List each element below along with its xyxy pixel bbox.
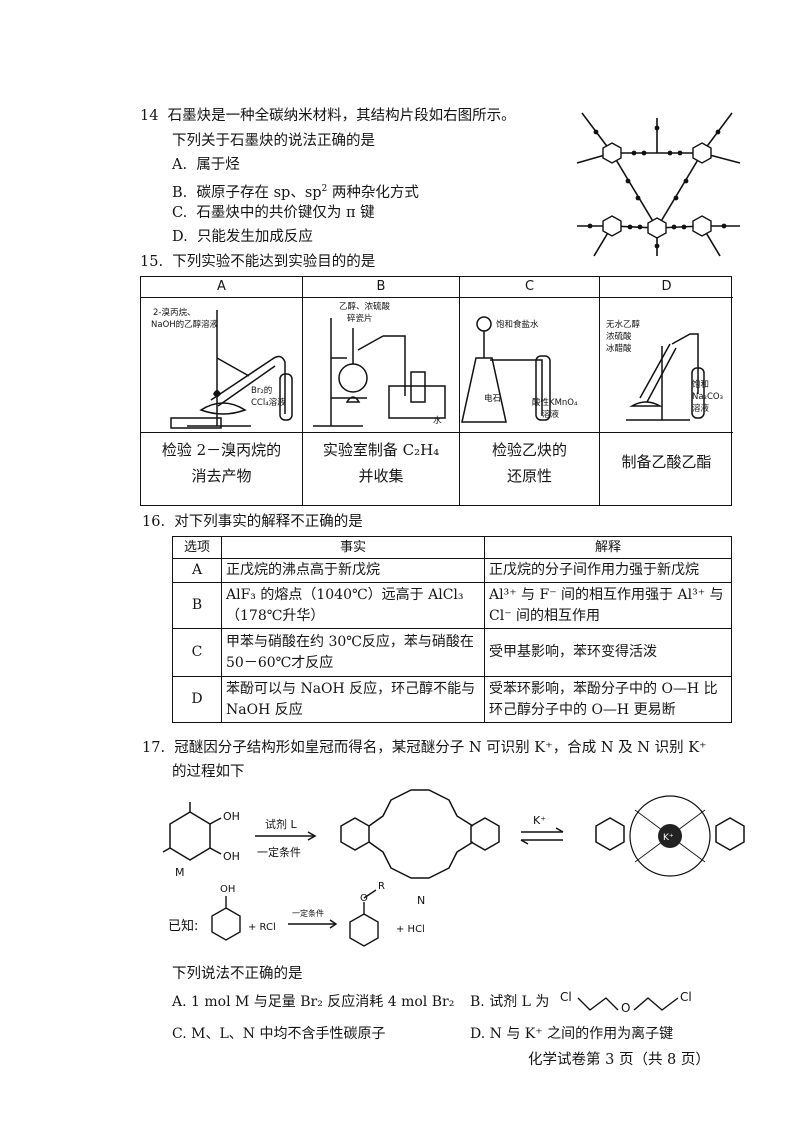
q14-stem: 14 石墨炔是一种全碳纳米材料，其结构片段如右图所示。 (140, 108, 516, 124)
known-plus-hcl: + HCl (396, 924, 425, 935)
q15-table: A 2-溴丙烷、 NaOH的乙醇溶液 Br₂的 CCl₄溶液 (140, 276, 733, 506)
kplus-label: K⁺ (533, 814, 546, 827)
q14-question: 下列关于石墨炔的说法正确的是 (172, 133, 375, 149)
q17-option-b: B. 试剂 L 为 (470, 994, 550, 1010)
q15-number: 15. (140, 254, 164, 270)
q17-option-c: C. M、L、N 中均不含手性碳原子 (172, 1026, 386, 1042)
apparatus-b: 乙醇、浓硫酸 碎瓷片 水 (303, 298, 459, 433)
q15-header-d: D (600, 277, 733, 298)
table-row: A 正戊烷的沸点高于新戊烷 正戊烷的分子间作用力强于新戊烷 (172, 558, 732, 583)
page-footer: 化学试卷第 3 页（共 8 页） (528, 1052, 710, 1068)
apparatus-c-drawing (461, 316, 551, 423)
q17-number: 17. (142, 740, 166, 756)
reagent-label: 试剂 L (265, 817, 297, 831)
apparatus-d: 无水乙醇 浓硫酸 冰醋酸 饱和 Na₂CO₃ 溶液 (600, 298, 733, 433)
q16-number: 16. (142, 514, 166, 530)
q17-option-a: A. 1 mol M 与足量 Br₂ 反应消耗 4 mol Br₂ (172, 994, 455, 1010)
q15-header-c: C (460, 277, 599, 298)
apparatus-d-drawing (626, 333, 705, 421)
q15-caption-b: 实验室制备 C₂H₄ 并收集 (322, 441, 440, 485)
condition-label: 一定条件 (257, 845, 301, 859)
q14-number: 14 (140, 108, 159, 124)
apparatus-b-drawing (313, 318, 446, 427)
known-label: 已知: (168, 918, 198, 934)
q17-stem-line1: 17. 冠醚因分子结构形如皇冠而得名，某冠醚分子 N 可识别 K⁺，合成 N 及… (142, 740, 707, 756)
q16-header-row: 选项 事实 解释 (172, 536, 732, 559)
q14-option-d: D. 只能发生加成反应 (172, 229, 313, 245)
label-m: M (175, 866, 185, 879)
q15-column-a: A 2-溴丙烷、 NaOH的乙醇溶液 Br₂的 CCl₄溶液 (141, 277, 303, 505)
table-row: D 苯酚可以与 NaOH 反应，环己醇不能与 NaOH 反应 受苯环影响，苯酚分… (172, 676, 732, 723)
q15-header-b: B (303, 277, 459, 298)
known-oh: OH (220, 884, 235, 895)
known-o: O (360, 893, 368, 904)
q17-stem-line2: 的过程如下 (172, 764, 245, 780)
reagent-l-structure: Cl O Cl (560, 990, 692, 1014)
graphdiyne-structure-figure (576, 112, 741, 257)
apparatus-a: 2-溴丙烷、 NaOH的乙醇溶液 Br₂的 CCl₄溶液 (141, 298, 302, 433)
q16-stem: 16. 对下列事实的解释不正确的是 (142, 514, 363, 530)
apparatus-a-drawing (170, 310, 293, 429)
m-oh-bottom: OH (223, 850, 240, 863)
q15-column-d: D 无水乙醇 浓硫酸 冰醋酸 饱和 Na₂CO₃ 溶液 制备乙酸乙酯 (600, 277, 733, 505)
q14-option-b: B. 碳原子存在 sp、sp2 两种杂化方式 (172, 184, 419, 201)
m-oh-top: OH (223, 810, 240, 823)
k-center-label: K⁺ (663, 833, 674, 843)
q15-column-b: B 乙醇、浓硫酸 碎瓷片 水 (303, 277, 460, 505)
apparatus-c: 饱和食盐水 电石 酸性KMnO₄ 溶液 (460, 298, 599, 433)
q15-stem: 15. 下列实验不能达到实验目的的是 (140, 254, 376, 270)
label-n: N (417, 894, 425, 907)
table-row: C 甲苯与硝酸在约 30℃反应，苯与硝酸在 50－60℃才反应 受甲基影响，苯环… (172, 628, 732, 677)
crown-ether-synthesis-scheme: OH OH M 试剂 L 一定条件 N K⁺ K⁺ (162, 789, 745, 907)
q17-question: 下列说法不正确的是 (172, 966, 303, 982)
q15-caption-c: 检验乙炔的 还原性 (491, 441, 567, 485)
q15-column-c: C 饱和食盐水 电石 酸性KMnO₄ 溶液 检验乙炔的 还原性 (460, 277, 600, 505)
q17-option-d: D. N 与 K⁺ 之间的作用为离子键 (470, 1026, 674, 1042)
known-r: R (378, 881, 385, 892)
q15-header-a: A (141, 277, 302, 298)
known-plus-rcl: + RCl (248, 922, 276, 933)
q14-option-c: C. 石墨炔中的共价键仅为 π 键 (172, 205, 375, 221)
q14-option-a: A. 属于烃 (172, 157, 240, 173)
q15-caption-a: 检验 2－溴丙烷的 消去产物 (161, 441, 282, 485)
known-reaction-figure: 已知: OH + RCl 一定条件 R O + HCl (168, 881, 425, 947)
table-row: B AlF₃ 的熔点（1040℃）远高于 AlCl₃（178℃升华） Al³⁺ … (172, 582, 732, 629)
svg-text:Cl: Cl (560, 990, 572, 1004)
svg-text:O: O (621, 1001, 630, 1014)
known-condition: 一定条件 (292, 908, 324, 918)
q16-table: 选项 事实 解释 A 正戊烷的沸点高于新戊烷 正戊烷的分子间作用力强于新戊烷 B… (172, 536, 732, 723)
q15-caption-d: 制备乙酸乙酯 (621, 453, 712, 471)
svg-text:Cl: Cl (680, 990, 692, 1004)
